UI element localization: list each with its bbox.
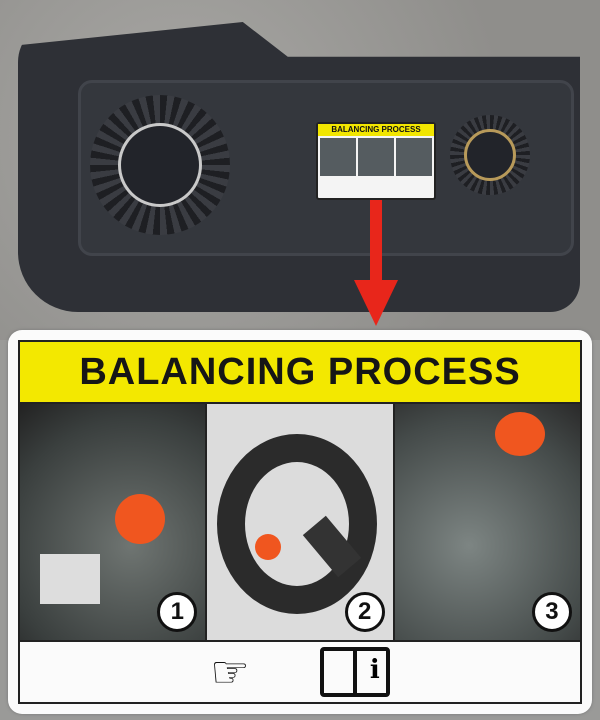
right-fan — [450, 115, 530, 195]
mini-label: BALANCING PROCESS — [316, 122, 436, 200]
balancing-label: BALANCING PROCESS 1 2 3 ☞ i — [8, 330, 592, 714]
counterweight — [494, 412, 545, 456]
label-title: BALANCING PROCESS — [79, 350, 521, 393]
step-panel-3: 3 — [394, 404, 580, 640]
step-number: 3 — [531, 592, 572, 632]
step-panel-1: 1 — [20, 404, 208, 640]
red-arrow — [370, 200, 382, 285]
left-fan — [90, 95, 230, 235]
tire — [217, 434, 378, 614]
counterweight — [255, 534, 282, 560]
step-panel-2: 2 — [207, 404, 395, 640]
step-number: 2 — [344, 592, 385, 632]
step-number: 1 — [157, 592, 198, 632]
red-arrow-head — [354, 280, 398, 326]
mini-label-title: BALANCING PROCESS — [318, 124, 434, 136]
label-banner: BALANCING PROCESS — [20, 342, 580, 404]
manual-info-icon: i — [319, 647, 390, 697]
pointing-hand-icon: ☞ — [210, 647, 250, 697]
counterweight — [115, 494, 165, 544]
